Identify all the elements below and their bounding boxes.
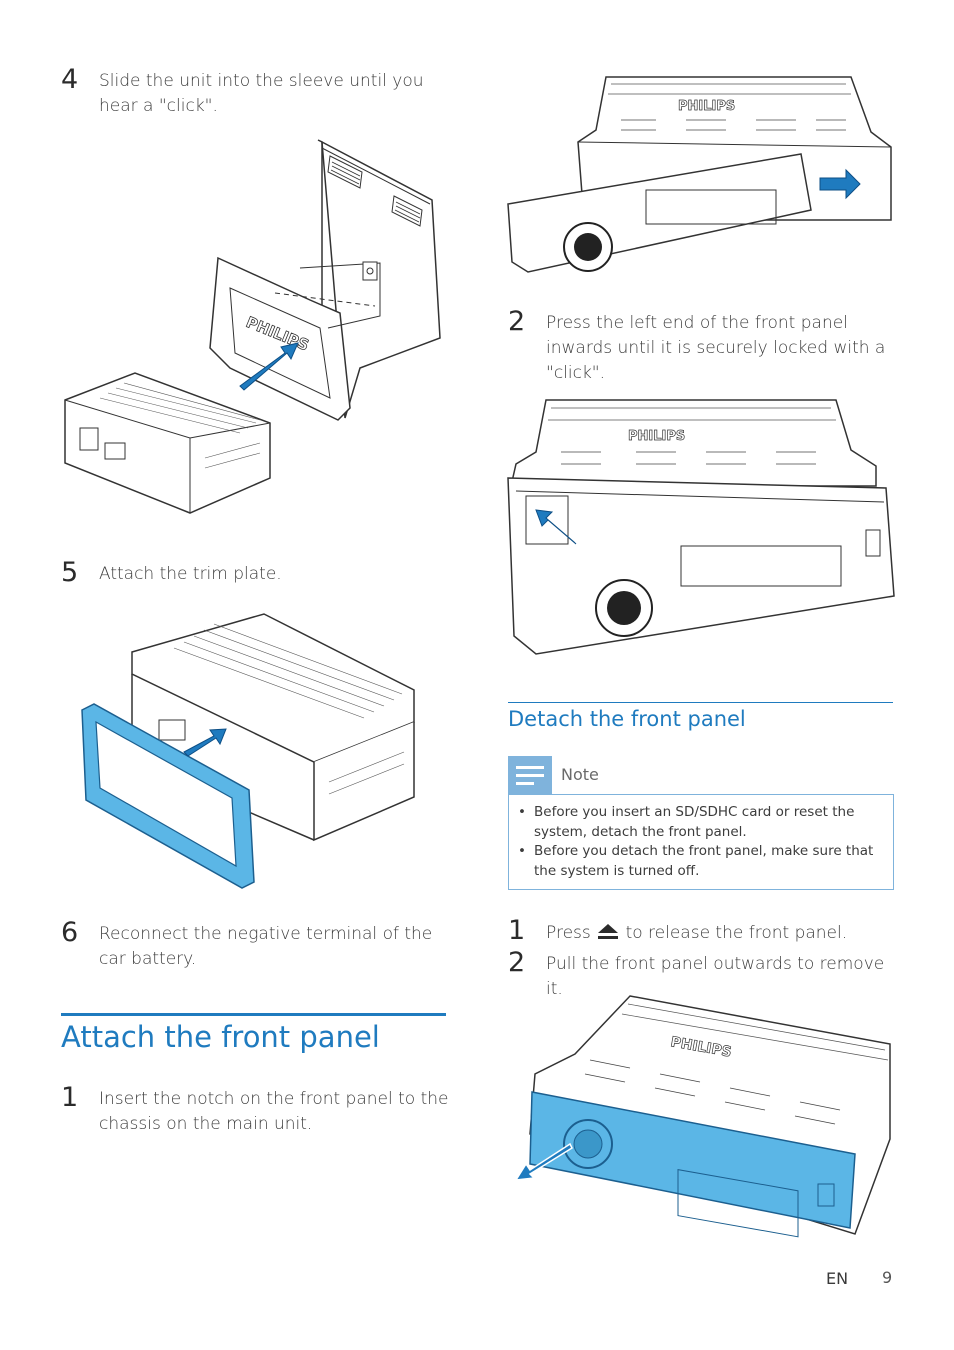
attach-step-1-text: Insert the notch on the front panel to t… bbox=[99, 1089, 449, 1134]
detach-step-2-number: 2 bbox=[508, 947, 526, 978]
illustration-slide-into-sleeve: PHILIPS bbox=[60, 138, 450, 533]
illustration-trim-plate bbox=[74, 612, 434, 892]
illustration-insert-notch: PHILIPS bbox=[506, 72, 896, 292]
brand-text: PHILIPS bbox=[628, 429, 685, 444]
step-4-number: 4 bbox=[61, 64, 79, 95]
heading-attach-front-panel: Attach the front panel bbox=[61, 1020, 380, 1054]
note-item: Before you detach the front panel, make … bbox=[516, 842, 882, 881]
footer-language: EN bbox=[826, 1269, 849, 1288]
step-4-text: Slide the unit into the sleeve until you… bbox=[99, 71, 424, 116]
step-6-text: Reconnect the negative terminal of the c… bbox=[99, 924, 433, 969]
note-list: Before you insert an SD/SDHC card or res… bbox=[516, 803, 882, 881]
section-rule-attach bbox=[61, 1013, 446, 1016]
detach-step-1-before: Press bbox=[546, 923, 591, 943]
section-rule-detach bbox=[508, 702, 893, 703]
step-5-text: Attach the trim plate. bbox=[99, 564, 282, 584]
step-2-number: 2 bbox=[508, 306, 526, 337]
heading-detach-front-panel: Detach the front panel bbox=[508, 707, 746, 731]
note-label: Note bbox=[561, 765, 599, 784]
detach-step-1-number: 1 bbox=[508, 915, 526, 946]
eject-icon bbox=[596, 922, 620, 940]
detach-step-1-after: to release the front panel. bbox=[625, 923, 848, 943]
attach-step-1-number: 1 bbox=[61, 1082, 79, 1113]
step-6-number: 6 bbox=[61, 917, 79, 948]
note-item: Before you insert an SD/SDHC card or res… bbox=[516, 803, 882, 842]
detach-step-1-text: Press to release the front panel. bbox=[546, 921, 891, 946]
detach-step-2-text: Pull the front panel outwards to remove … bbox=[546, 954, 885, 999]
step-2-text: Press the left end of the front panel in… bbox=[546, 313, 886, 383]
footer-page-number: 9 bbox=[882, 1268, 893, 1287]
illustration-remove-panel: PHILIPS bbox=[510, 994, 895, 1238]
step-5-number: 5 bbox=[61, 557, 79, 588]
illustration-press-left-end: PHILIPS bbox=[506, 396, 896, 658]
brand-text: PHILIPS bbox=[678, 99, 735, 114]
note-icon bbox=[508, 756, 552, 794]
